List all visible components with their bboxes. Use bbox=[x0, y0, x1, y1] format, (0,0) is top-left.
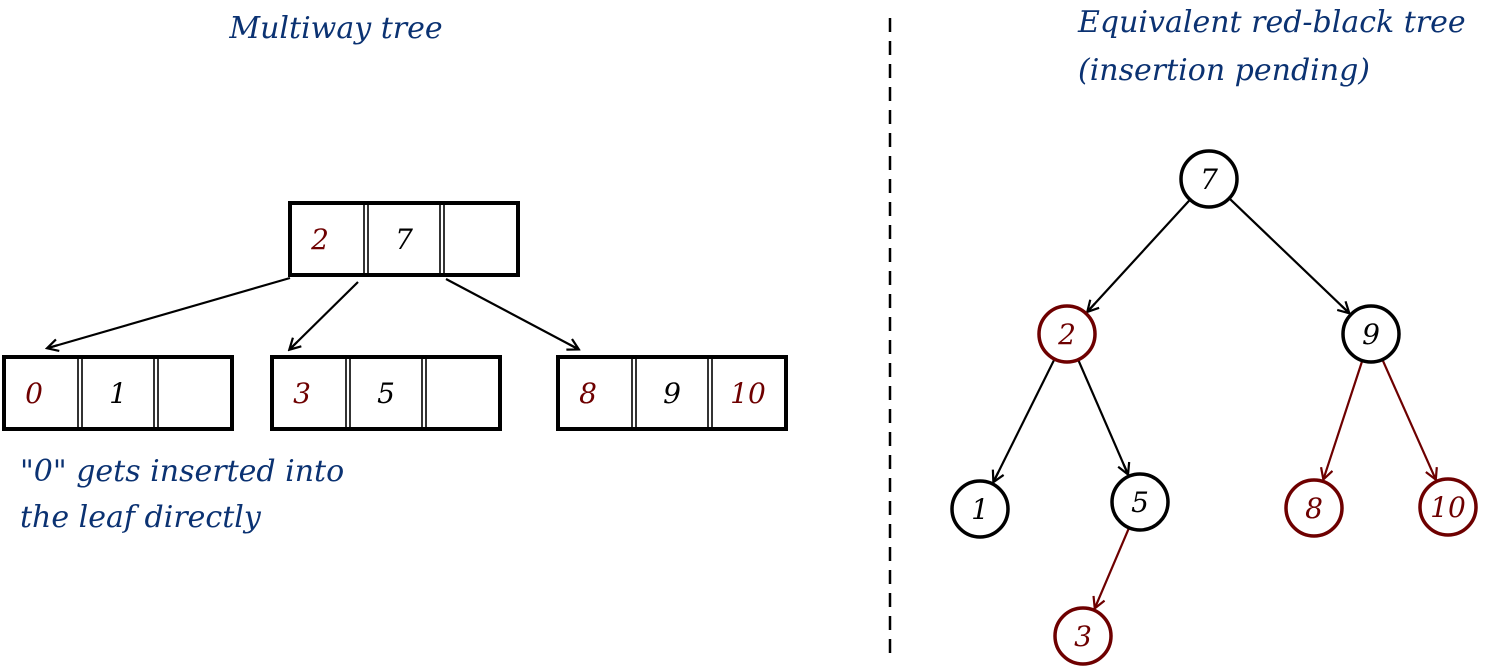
rb-node-key: 1 bbox=[971, 493, 989, 526]
rb-node-3: 3 bbox=[1053, 606, 1113, 666]
rb-node-2: 2 bbox=[1037, 304, 1097, 364]
rb-node-10: 10 bbox=[1418, 477, 1478, 537]
rb-edge-n5-n3 bbox=[1095, 527, 1131, 608]
rb-node-7: 7 bbox=[1179, 149, 1239, 209]
rb-node-circle bbox=[950, 479, 1010, 539]
rb-node-circle bbox=[1284, 478, 1344, 538]
cell-key: 10 bbox=[730, 377, 766, 410]
cell-key: 2 bbox=[310, 223, 329, 256]
right-title-line2: (insertion pending) bbox=[1078, 53, 1370, 88]
rb-edge-n7-n9 bbox=[1228, 197, 1348, 312]
rb-node-1: 1 bbox=[950, 479, 1010, 539]
right-title-line1: Equivalent red-black tree bbox=[1077, 5, 1466, 40]
rb-node-circle bbox=[1110, 472, 1170, 532]
rb-node-key: 9 bbox=[1362, 318, 1380, 351]
rb-edge-n2-n5 bbox=[1077, 359, 1127, 474]
insertion-note-line1: "0" gets inserted into bbox=[20, 454, 344, 489]
insertion-note-line2: the leaf directly bbox=[20, 500, 262, 535]
rb-edge-n9-n10 bbox=[1381, 359, 1435, 479]
rb-edge-n2-n1 bbox=[994, 358, 1056, 481]
rb-node-circle bbox=[1418, 477, 1478, 537]
cell-key: 3 bbox=[293, 377, 311, 410]
cell-key: 8 bbox=[579, 377, 597, 410]
rb-edge-n9-n8 bbox=[1324, 360, 1364, 479]
node-border bbox=[270, 355, 502, 431]
rb-node-circle bbox=[1053, 606, 1113, 666]
multiway-edges bbox=[48, 276, 578, 349]
rb-node-circle bbox=[1341, 304, 1401, 364]
rb-node-5: 5 bbox=[1110, 472, 1170, 532]
cell-key: 7 bbox=[395, 223, 413, 256]
rb-node-8: 8 bbox=[1284, 478, 1344, 538]
rb-node-circle bbox=[1179, 149, 1239, 209]
cell-key: 5 bbox=[377, 377, 395, 410]
multiway-edge bbox=[445, 278, 578, 349]
node-border bbox=[2, 355, 234, 431]
rb-node-key: 3 bbox=[1074, 620, 1092, 653]
red-black-nodes: 7 2 9 1 5 8 10 3 bbox=[950, 149, 1478, 666]
rb-node-key: 7 bbox=[1200, 163, 1218, 196]
rb-edge-n7-n2 bbox=[1088, 198, 1191, 311]
node-border bbox=[288, 201, 520, 277]
red-black-edges bbox=[994, 197, 1436, 608]
rb-node-key: 10 bbox=[1430, 491, 1466, 524]
multiway-edge bbox=[48, 276, 291, 348]
cell-key: 1 bbox=[109, 377, 127, 410]
cell-key: 9 bbox=[663, 377, 681, 410]
left-title: Multiway tree bbox=[228, 11, 442, 46]
multiway-edge bbox=[290, 281, 359, 349]
cell-key: 0 bbox=[25, 377, 43, 410]
rb-node-9: 9 bbox=[1341, 304, 1401, 364]
rb-node-key: 5 bbox=[1131, 486, 1149, 519]
rb-node-circle bbox=[1037, 304, 1097, 364]
node-border bbox=[556, 355, 788, 431]
rb-node-key: 2 bbox=[1057, 318, 1076, 351]
multiway-leaf-node: 8 9 10 bbox=[556, 355, 788, 431]
rb-node-key: 8 bbox=[1305, 492, 1323, 525]
